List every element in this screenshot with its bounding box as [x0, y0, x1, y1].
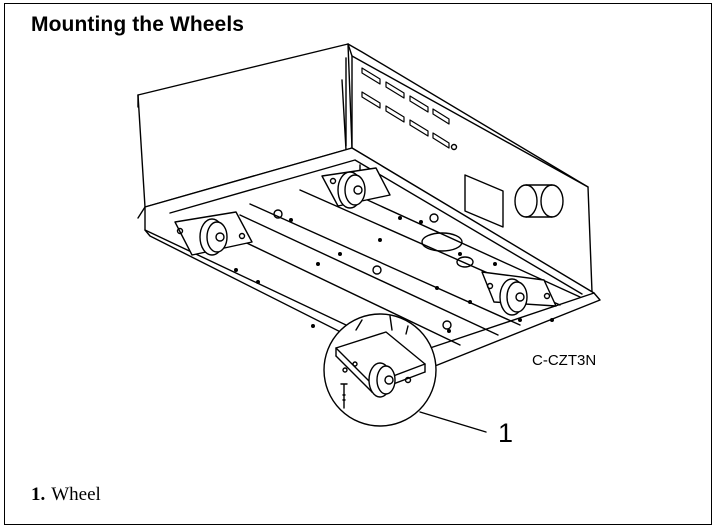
section-heading: Mounting the Wheels	[31, 13, 245, 36]
detail-magnifier	[323, 313, 487, 433]
legend-item: 1.Wheel	[31, 484, 101, 506]
legend-item-label: Wheel	[51, 484, 101, 505]
wheel-back-left	[174, 211, 253, 256]
legend-item-number: 1.	[31, 484, 46, 505]
wheel-front-right	[481, 271, 557, 316]
wheel-back-right	[321, 167, 391, 209]
side-cutout	[464, 174, 504, 228]
vent-slots	[361, 67, 450, 149]
callout-leader	[419, 411, 487, 433]
callout-number: 1	[498, 418, 514, 448]
figure-code: C-CZT3N	[532, 352, 597, 369]
cabinet-body	[137, 43, 593, 293]
